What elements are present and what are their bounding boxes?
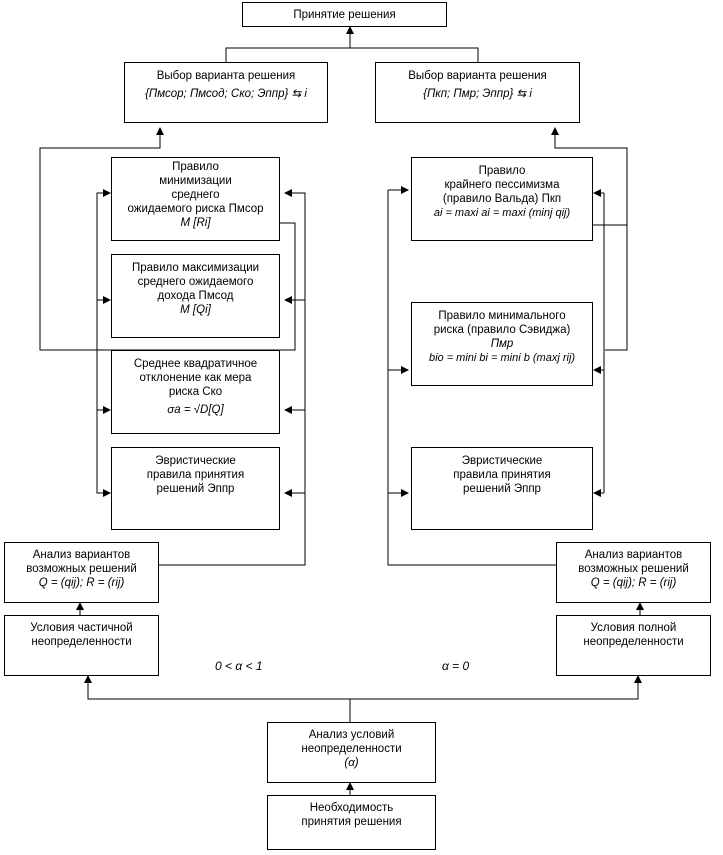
analysis-right-line-1: Анализ вариантов (584, 549, 683, 561)
rule-min-risk-formula: M [Ri] (180, 217, 211, 229)
need-line-2: принятия решения (301, 816, 402, 828)
right-distribution-bus (387, 190, 556, 566)
heuristic-left-line-1: Эвристические (155, 455, 236, 467)
node-rule-max-income: Правило максимизации среднего ожидаемого… (111, 254, 280, 338)
node-rule-savage: Правило минимального риска (правило Сэви… (411, 302, 593, 386)
node-rule-min-risk: Правило минимизации среднего ожидаемого … (111, 157, 280, 241)
choice-right-title: Выбор варианта решения (408, 70, 547, 82)
rule-savage-line-3: Пмр (490, 338, 514, 350)
rule-min-risk-line-2: минимизации (159, 175, 232, 187)
node-analysis-left: Анализ вариантов возможных решений Q = (… (4, 542, 159, 603)
rule-wald-line-1: Правило (478, 165, 526, 177)
heuristic-right-line-1: Эвристические (461, 455, 543, 467)
node-choice-right: Выбор варианта решения {Пкп; Пмр; Эппр} … (375, 62, 580, 123)
rule-savage-line-1: Правило минимального (438, 310, 566, 322)
rule-min-risk-line-1: Правило (172, 161, 219, 173)
rule-wald-formula: ai = maxi ai = maxi (minj qij) (433, 207, 571, 219)
heuristic-right-line-2: правила принятия (453, 469, 551, 481)
choice-right-set: {Пкп; Пмр; Эппр} ⇆ i (423, 88, 532, 100)
cond-partial-line-2: неопределенности (31, 636, 132, 648)
rule-min-risk-line-4: ожидаемого риска Пмсор (127, 203, 264, 215)
analysis-right-line-2: возможных решений (578, 563, 689, 575)
node-rule-std: Среднее квадратичное отклонение как мера… (111, 350, 280, 434)
analysis-left-line-2: возможных решений (26, 563, 137, 575)
right-feedback-up (551, 127, 628, 225)
choice-left-title: Выбор варианта решения (156, 70, 296, 82)
rule-savage-formula: bio = mini bi = mini b (maxj rij) (428, 352, 576, 364)
edge-uncertainty-split (84, 675, 351, 722)
analysis-left-line-1: Анализ вариантов (32, 549, 131, 561)
rule-max-income-line-2: среднего ожидаемого (137, 276, 254, 288)
rule-wald-line-3: (правило Вальда) Пкп (442, 193, 562, 205)
rule-min-risk-line-3: среднего (171, 189, 220, 201)
node-heuristic-right: Эвристические правила принятия решений Э… (411, 447, 593, 530)
rule-std-formula: σa = √D[Q] (167, 404, 224, 416)
right-feedback-loop (592, 224, 628, 351)
uncertainty-line-3: (α) (344, 757, 359, 769)
rule-std-line-3: риска Ско (168, 386, 223, 398)
rule-max-income-line-3: дохода Пмсод (157, 290, 234, 302)
edge-choices-to-top (225, 47, 479, 62)
node-decision-making: Принятие решения (242, 2, 447, 27)
node-choice-left: Выбор варианта решения {Пмсор; Пмсод; Ск… (124, 62, 328, 123)
alpha-full-label: α = 0 (442, 659, 470, 673)
rule-max-income-line-1: Правило максимизации (131, 262, 260, 274)
left-inner-bus (96, 192, 110, 494)
uncertainty-line-1: Анализ условий (308, 729, 395, 741)
rule-wald-line-2: крайнего пессимизма (444, 179, 560, 191)
node-heuristic-left: Эвристические правила принятия решений Э… (111, 447, 280, 530)
rule-max-income-formula: M [Qi] (180, 304, 211, 316)
node-analysis-right: Анализ вариантов возможных решений Q = (… (556, 542, 711, 603)
left-feedback-loop (39, 127, 296, 351)
node-cond-full: Условия полной неопределенности (556, 615, 711, 676)
cond-partial-line-1: Условия частичной (30, 622, 133, 634)
choice-left-set: {Пмсор; Пмсод; Ско; Эппр} ⇆ i (145, 88, 307, 100)
cond-full-line-2: неопределенности (583, 636, 684, 648)
rule-std-line-1: Среднее квадратичное (133, 358, 258, 370)
analysis-left-line-3: Q = (qij); R = (rij) (38, 577, 125, 589)
node-decision-making-label: Принятие решения (293, 9, 396, 21)
heuristic-right-line-3: решений Эппр (463, 483, 541, 495)
rule-savage-line-2: риска (правило Сэвиджа) (433, 324, 571, 336)
node-uncertainty-analysis: Анализ условий неопределенности (α) (267, 722, 436, 783)
node-need-decision: Необходимость принятия решения (267, 795, 436, 850)
node-cond-partial: Условия частичной неопределенности (4, 615, 159, 676)
heuristic-left-line-3: решений Эппр (156, 483, 235, 495)
alpha-partial-label: 0 < α < 1 (215, 659, 263, 673)
analysis-right-line-3: Q = (qij); R = (rij) (590, 577, 677, 589)
need-line-1: Необходимость (309, 802, 394, 814)
cond-full-line-1: Условия полной (590, 622, 677, 634)
node-rule-wald: Правило крайнего пессимизма (правило Вал… (411, 157, 593, 241)
uncertainty-line-2: неопределенности (301, 743, 402, 755)
rule-std-line-2: отклонение как мера (139, 372, 252, 384)
heuristic-left-line-2: правила принятия (146, 469, 245, 481)
